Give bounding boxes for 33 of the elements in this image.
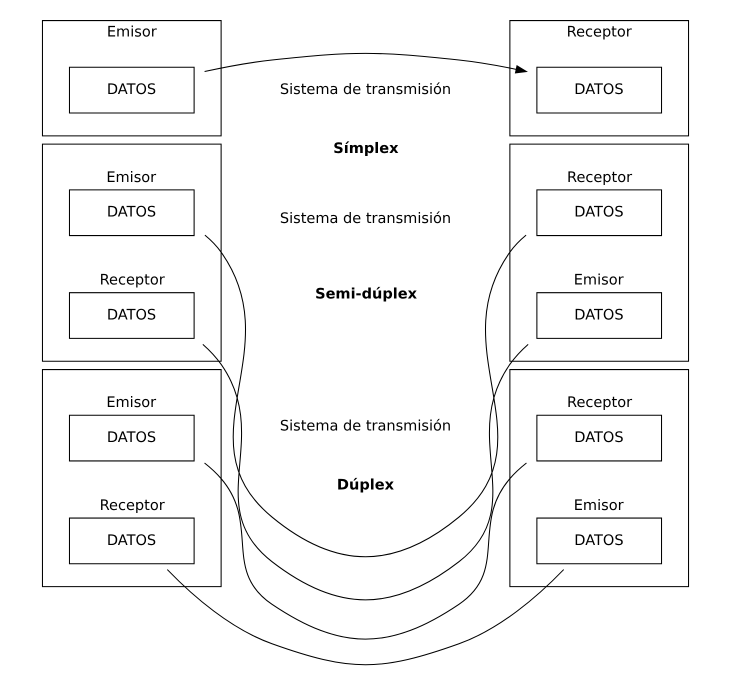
node-label: Emisor [106,170,156,186]
connector [166,569,564,666]
node-box: DATOS [536,414,662,462]
cluster [42,144,222,362]
node-box: DATOS [68,66,195,114]
node-label: Emisor [574,498,624,514]
node-label: Emisor [574,272,624,289]
arrow [204,52,528,74]
label: Símplex [333,141,399,158]
node-label: Receptor [567,395,632,412]
connector [202,344,529,600]
node-box: DATOS [68,414,195,462]
cluster [42,369,222,588]
node-label: Receptor [567,170,632,186]
node-label: Emisor [106,395,156,412]
label: Sistema de transmisión [280,210,452,227]
node-box: DATOS [536,189,662,236]
node-box: DATOS [536,518,662,564]
cluster [509,144,690,362]
node-label: Receptor [100,498,165,514]
node-box: DATOS [68,518,195,564]
label: Sistema de transmisión [280,418,452,435]
node-box: DATOS [536,292,662,339]
node-label: Receptor [100,272,165,289]
label: Semi-dúplex [315,286,417,303]
node-box: DATOS [536,66,662,114]
node-box: DATOS [68,189,195,236]
label: Sistema de transmisión [280,82,452,98]
label: Dúplex [336,478,394,494]
cluster [509,369,690,588]
connector [204,462,527,640]
node-box: DATOS [68,292,195,339]
connector [204,234,526,557]
